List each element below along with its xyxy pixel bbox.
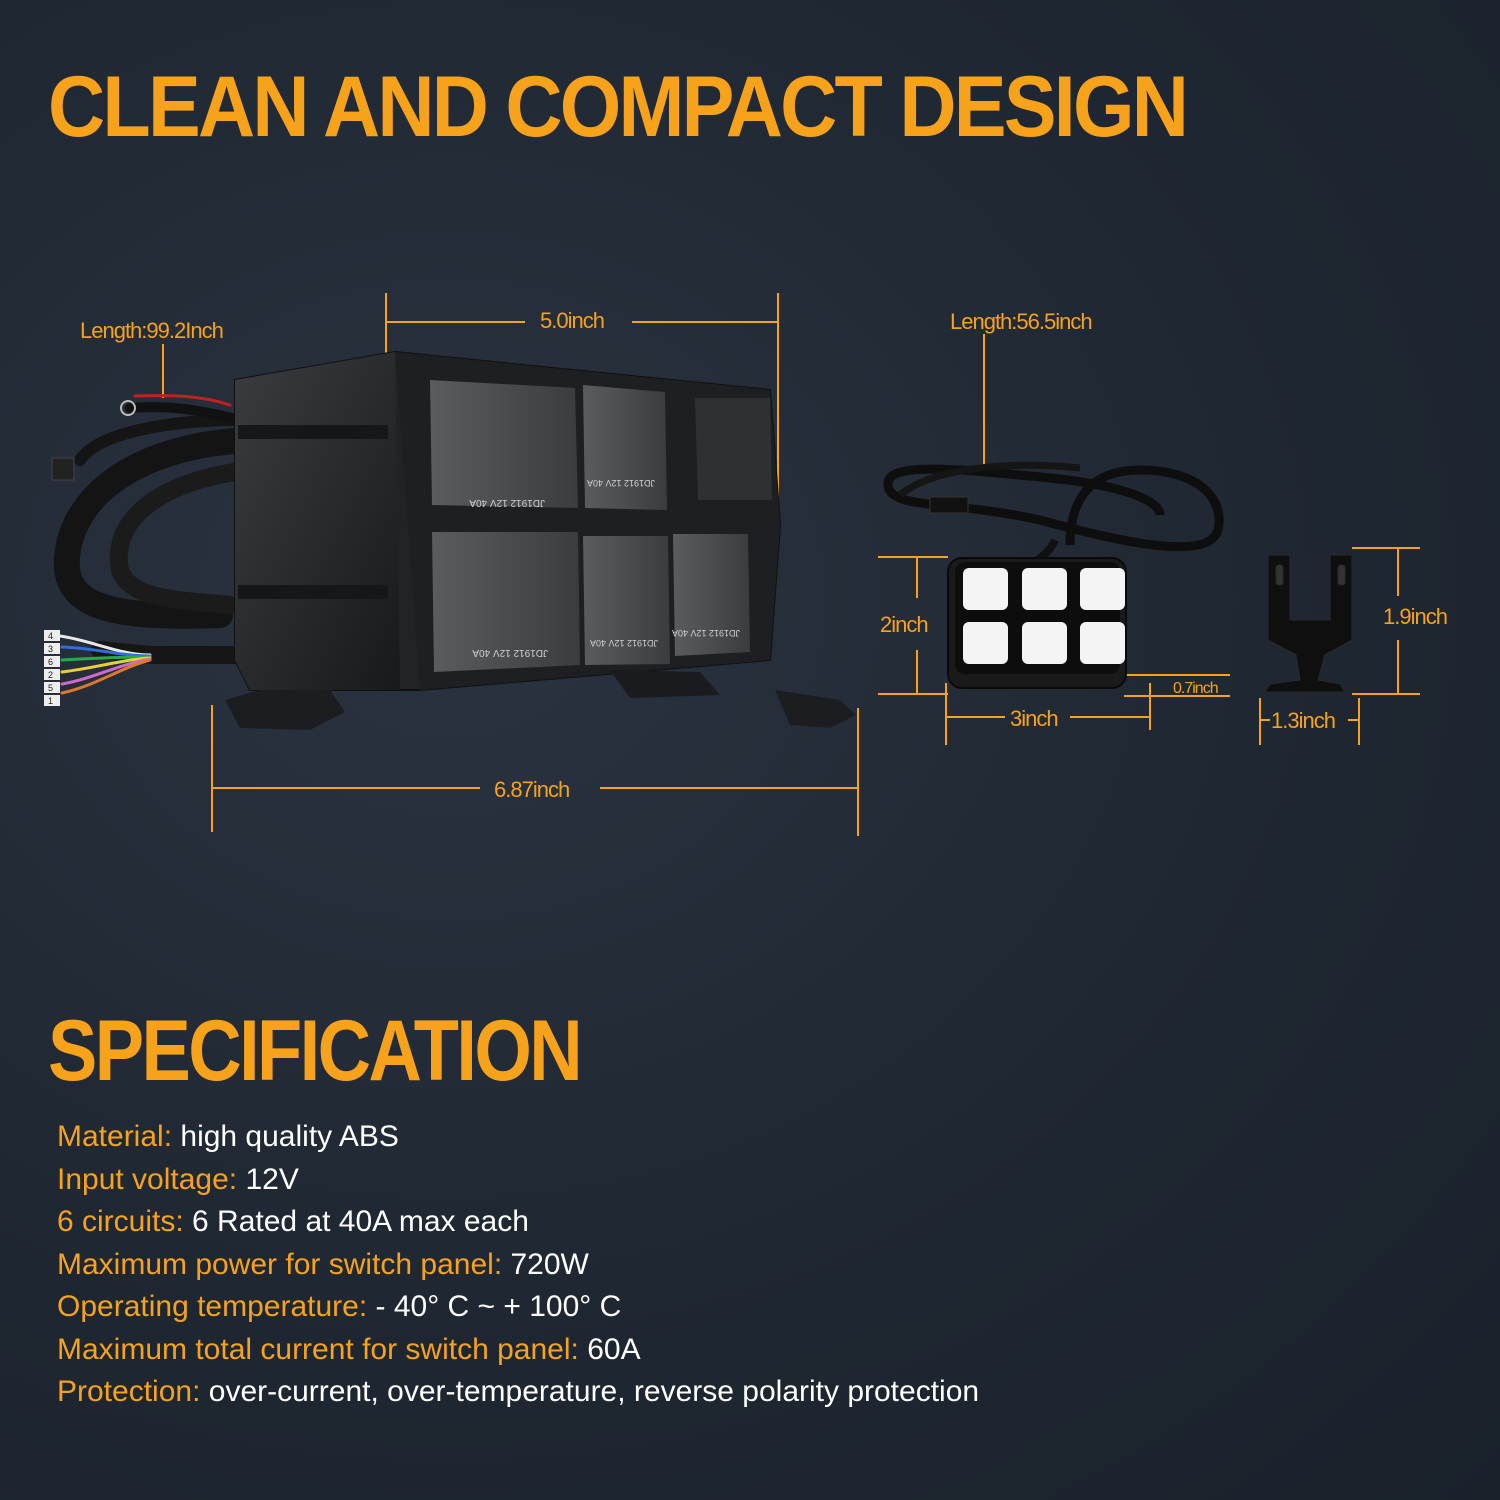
relay-label: JD1912 12V 40A [472,647,548,658]
relay-label: JD1912 12V 40A [590,638,658,648]
relay-label: JD1912 12V 40A [672,628,740,638]
relay-modules: JD1912 12V 40A JD1912 12V 40A JD1912 12V… [430,380,772,672]
switch-button [1080,568,1125,610]
relay-module: JD1912 12V 40A [430,380,578,508]
specification-list: Material: high quality ABS Input voltage… [57,1116,979,1414]
mounting-bracket [1264,554,1353,693]
switch-button [1022,568,1067,610]
switch-button [1022,622,1067,664]
spec-item-max-power: Maximum power for switch panel: 720W [57,1247,589,1281]
bracket-width-label: 1.3inch [1271,708,1336,733]
switch-button [1080,622,1125,664]
relay-label: JD1912 12V 40A [587,478,655,488]
wire-number: 4 [48,631,53,641]
specification-title: SPECIFICATION [48,1003,583,1099]
spec-item-max-current: Maximum total current for switch panel: … [57,1332,641,1366]
wire-number: 3 [48,644,53,654]
relay-label: JD1912 12V 40A [469,497,545,508]
relay-module: JD1912 12V 40A [583,536,670,665]
wire-number: 1 [48,696,53,706]
cable-length-label: Length:99.2Inch [80,318,224,343]
spec-item-operating-temperature: Operating temperature: - 40° C ~ + 100° … [57,1290,622,1323]
wire-number: 5 [48,683,53,693]
relay-module: JD1912 12V 40A [583,385,667,510]
panel-height-label: 2inch [880,612,929,637]
relay-module: JD1912 12V 40A [672,534,750,656]
spec-item-material: Material: high quality ABS [57,1120,399,1153]
relay-box: JD1912 12V 40A JD1912 12V 40A JD1912 12V… [44,350,856,730]
panel-thickness-label: 0.7inch [1173,680,1219,697]
wire-number-tags: 4 3 6 2 5 1 [44,630,60,706]
switch-buttons [963,568,1125,664]
bracket-height-label: 1.9inch [1383,604,1448,629]
design-title: CLEAN AND COMPACT DESIGN [48,59,1189,155]
wire-number: 6 [48,657,53,667]
spec-item-circuits: 6 circuits: 6 Rated at 40A max each [57,1205,529,1238]
spec-item-input-voltage: Input voltage: 12V [57,1162,299,1196]
switch-button [963,622,1008,664]
dimension-lines [162,293,1420,836]
panel-width-label: 3inch [1010,706,1059,731]
spec-item-protection: Protection: over-current, over-temperatu… [57,1375,980,1408]
box-length-label: 6.87inch [494,777,570,802]
panel-cable-length-label: Length:56.5inch [950,309,1093,334]
box-width-label: 5.0inch [540,308,605,333]
wire-harness [51,394,273,695]
relay-module: JD1912 12V 40A [432,532,580,672]
switch-panel [883,461,1224,689]
switch-button [963,568,1008,610]
fuse-cover [695,398,772,500]
wire-number: 2 [48,670,53,680]
